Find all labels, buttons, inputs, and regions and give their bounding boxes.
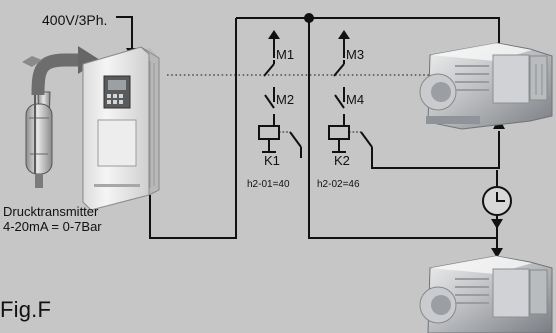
contact-label-m3: M3 [346,47,364,62]
m1-arrow-icon [268,30,280,39]
figure-caption: Fig.F [0,297,52,322]
main-supply-wire [236,17,500,49]
lower-compressor-arrow-icon [491,248,503,258]
contact-label-m4: M4 [346,92,364,107]
pressure-transmitter [22,46,100,188]
lower-feed-wire [308,18,498,239]
clock-icon [482,170,512,219]
sensor-label-line2: 4-20mA = 0-7Bar [3,219,102,234]
frequency-inverter [82,46,160,211]
relay-coil-k1 [258,125,280,140]
relay-label-k2: K2 [334,153,350,168]
supply-label: 400V/3Ph. [42,12,107,28]
lower-compressor [419,255,553,333]
parameter-h2-02: h2-02=46 [317,179,360,190]
figure-caption-strip: Fig.F [0,296,430,333]
contactor-branch-right [328,30,505,169]
upper-compressor [419,42,553,130]
timer-lower-arrow-icon [491,219,503,229]
parameter-h2-01: h2-01=40 [247,179,290,190]
contactor-branch-left [258,30,302,158]
contact-label-m1: M1 [276,47,294,62]
contact-label-m2: M2 [276,92,294,107]
sensor-label-line1: Drucktransmitter [3,204,99,219]
inverter-feedback-wire [149,18,237,239]
relay-label-k1: K1 [264,153,280,168]
supply-arrow-line [116,16,133,50]
m3-arrow-icon [338,30,350,39]
relay-coil-k2 [328,125,350,140]
